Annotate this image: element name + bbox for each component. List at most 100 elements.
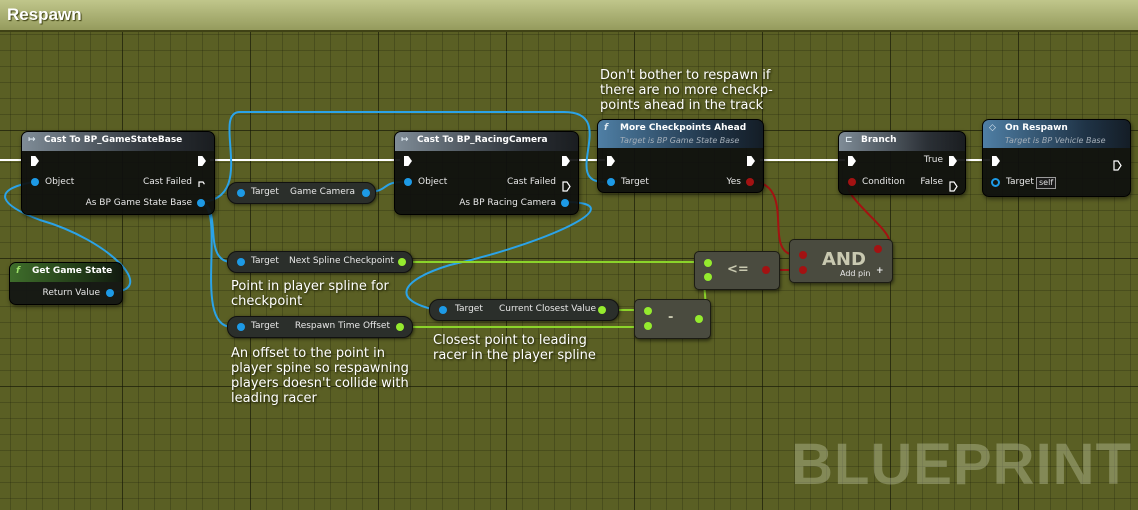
respawn-offset-getter[interactable]: Target Respawn Time Offset [227,316,413,338]
a-in-pin[interactable] [644,307,652,315]
get-game-state-node[interactable]: f Get Game State Return Value [9,262,123,305]
comment-line: player spine so respawning [231,361,409,376]
exec-in-pin[interactable] [848,156,856,166]
and-title: AND [822,249,866,270]
add-pin-label[interactable]: Add pin [840,269,871,278]
game-camera-getter[interactable]: Target Game Camera [227,182,376,204]
exec-out-pin[interactable] [1113,156,1122,175]
exec-in-pin[interactable] [992,156,1000,166]
target-label: Target [621,177,649,187]
more-checkpoints-node[interactable]: f More Checkpoints Ahead Target is BP Ga… [597,119,764,193]
exec-hollow-icon [1113,160,1122,171]
on-respawn-node[interactable]: ◇ On Respawn Target is BP Vehicle Base T… [982,119,1131,197]
result-out-pin[interactable] [695,315,703,323]
return-value-label: Return Value [42,288,100,298]
node-header [395,132,578,151]
current-closest-label: Current Closest Value [499,304,596,314]
exec-in-pin[interactable] [607,156,615,166]
b-in-pin[interactable] [704,273,712,281]
target-in-pin[interactable] [237,189,245,197]
node-subtitle: Target is BP Vehicle Base [1005,136,1106,145]
target-in-pin[interactable] [237,323,245,331]
respawn-offset-out-pin[interactable] [396,323,404,331]
target-in-pin[interactable] [439,306,447,314]
cast-failed-pin[interactable] [198,177,206,187]
exec-out-pin[interactable] [562,156,570,166]
exec-in-pin[interactable] [404,156,412,166]
b-in-pin[interactable] [799,266,807,274]
exec-out-pin[interactable] [198,156,206,166]
less-equal-node[interactable]: <= [694,251,780,290]
as-gamestate-pin[interactable] [197,199,205,207]
false-label: False [920,177,943,187]
next-spline-out-pin[interactable] [398,258,406,266]
target-in-pin[interactable] [991,178,1000,187]
cast-failed-pin[interactable] [562,177,571,196]
current-closest-out-pin[interactable] [598,306,606,314]
target-label: Target [251,256,279,266]
object-label: Object [45,177,75,187]
exec-hollow-icon [562,181,571,192]
return-value-pin[interactable] [106,289,114,297]
target-label: Target [251,321,279,331]
object-label: Object [418,177,448,187]
true-out-pin[interactable] [949,156,957,166]
comment-line: there are no more checkp- [600,83,773,98]
result-out-pin[interactable] [762,266,770,274]
node-title: Cast To BP_RacingCamera [417,135,548,145]
comment-line: Don't bother to respawn if [600,68,771,83]
target-in-pin[interactable] [237,258,245,266]
and-node[interactable]: AND Add pin + [789,239,893,283]
self-value-field[interactable]: self [1036,177,1057,189]
node-title: More Checkpoints Ahead [620,123,747,133]
object-in-pin[interactable] [31,178,39,186]
cast-arrow-icon: ↦ [401,135,409,145]
cast-camera-node[interactable]: ↦ Cast To BP_RacingCamera Object Cast Fa… [394,131,579,215]
game-camera-out-pin[interactable] [362,189,370,197]
comment-no-more-checkpoints: Don't bother to respawn if there are no … [600,68,773,113]
exec-in-pin[interactable] [31,156,39,166]
false-out-pin[interactable] [949,177,958,196]
condition-in-pin[interactable] [848,178,856,186]
as-gamestate-label: As BP Game State Base [85,198,192,208]
a-in-pin[interactable] [799,251,807,259]
comment-offset: An offset to the point in player spine s… [231,346,409,406]
result-out-pin[interactable] [874,245,882,253]
comment-line: points ahead in the track [600,98,764,113]
less-equal-symbol: <= [727,262,749,277]
object-in-pin[interactable] [404,178,412,186]
target-in-pin[interactable] [607,178,615,186]
comment-line: leading racer [231,391,317,406]
current-closest-getter[interactable]: Target Current Closest Value [429,299,619,321]
node-title: Get Game State [32,266,113,276]
b-in-pin[interactable] [644,322,652,330]
a-in-pin[interactable] [704,259,712,267]
add-pin-plus-icon[interactable]: + [876,266,884,276]
condition-label: Condition [862,177,905,187]
object-wire [197,111,605,203]
game-camera-label: Game Camera [290,187,355,197]
true-label: True [923,155,943,165]
object-wire [4,181,132,293]
as-camera-label: As BP Racing Camera [459,198,556,208]
branch-node[interactable]: ⊏ Branch True Condition False [838,131,966,195]
graph-title-bar: Respawn [0,0,1138,32]
cast-failed-label: Cast Failed [143,177,192,187]
yes-out-pin[interactable] [746,178,754,186]
event-diamond-icon: ◇ [989,123,996,133]
as-camera-pin[interactable] [561,199,569,207]
subtract-symbol: - [668,310,674,325]
comment-point-in-spline: Point in player spline for checkpoint [231,279,389,309]
node-header [10,263,122,282]
comment-line: racer in the player spline [433,348,596,363]
next-spline-getter[interactable]: Target Next Spline Checkpoint [227,251,413,273]
subtract-node[interactable]: - [634,299,711,339]
node-header [22,132,214,151]
exec-out-pin[interactable] [747,156,755,166]
node-header [598,120,763,148]
cast-gamestate-node[interactable]: ↦ Cast To BP_GameStateBase Object Cast F… [21,131,215,215]
target-label: Target [455,304,483,314]
function-icon: f [604,123,608,133]
branch-icon: ⊏ [845,135,853,145]
